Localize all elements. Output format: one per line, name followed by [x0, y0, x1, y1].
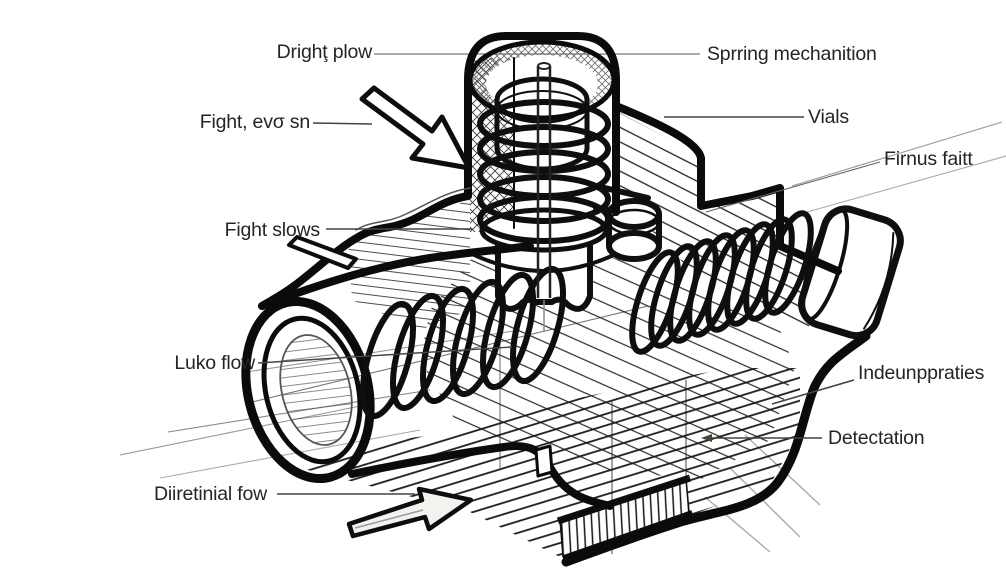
- right-body-sweep: [561, 331, 871, 567]
- label-firnus-faitt: Firnus faitt: [884, 148, 973, 170]
- flow-arrows: [287, 85, 474, 539]
- label-diiretinial-fow: Diiretinial fow: [154, 483, 268, 505]
- inlet-arrow: [359, 85, 472, 171]
- leader-firnus-faitt: [705, 161, 881, 213]
- label-vials: Vials: [808, 106, 849, 128]
- pilot-bottom: [606, 230, 662, 262]
- label-sprring-mechanition: Sprring mechanition: [707, 43, 877, 65]
- leader-luko-flow: [257, 346, 513, 364]
- pipe-bore-shading: [280, 335, 352, 445]
- label-luko-flow: Luko flow: [174, 352, 256, 374]
- leader-lines: [257, 116, 881, 495]
- valve-stem: [536, 62, 552, 332]
- leader-fight-ev-sn: [312, 122, 373, 125]
- left-shoulder: [258, 192, 472, 310]
- cap-inner-arc: [863, 231, 895, 330]
- label-indeunppraties: Indeunppraties: [858, 362, 985, 384]
- leader-detectation-arrowhead: [701, 434, 712, 442]
- outlet-arrow: [346, 486, 474, 539]
- body-outlines: [258, 32, 871, 567]
- base-slot: [534, 444, 554, 478]
- label-fight-ev-sn: Fight, evσ sn: [200, 111, 310, 133]
- base-grate: [556, 474, 693, 560]
- label-detectation: Detectation: [828, 427, 924, 449]
- bonnet-outline: [464, 32, 620, 216]
- label-fight-slows: Fight slows: [225, 219, 321, 241]
- left-shoulder-inner: [355, 187, 471, 231]
- labels: Drighţ plow Sprring mechanition Fight, e…: [154, 41, 985, 505]
- pipe-inner-rim: [261, 315, 363, 465]
- right-shoulder: [612, 102, 842, 275]
- label-dright-plow: Drighţ plow: [277, 41, 373, 63]
- bonnet-top-rim: [467, 39, 617, 121]
- outlet-arrow-shading: [354, 509, 424, 529]
- leader-indeunppraties: [771, 379, 855, 405]
- pipe-bore-rim: [279, 334, 353, 446]
- pipe-top-edge: [258, 242, 534, 310]
- right-spring: [629, 210, 814, 355]
- vertical-spring: [477, 99, 611, 244]
- inlet-arrow-tail: [287, 235, 358, 270]
